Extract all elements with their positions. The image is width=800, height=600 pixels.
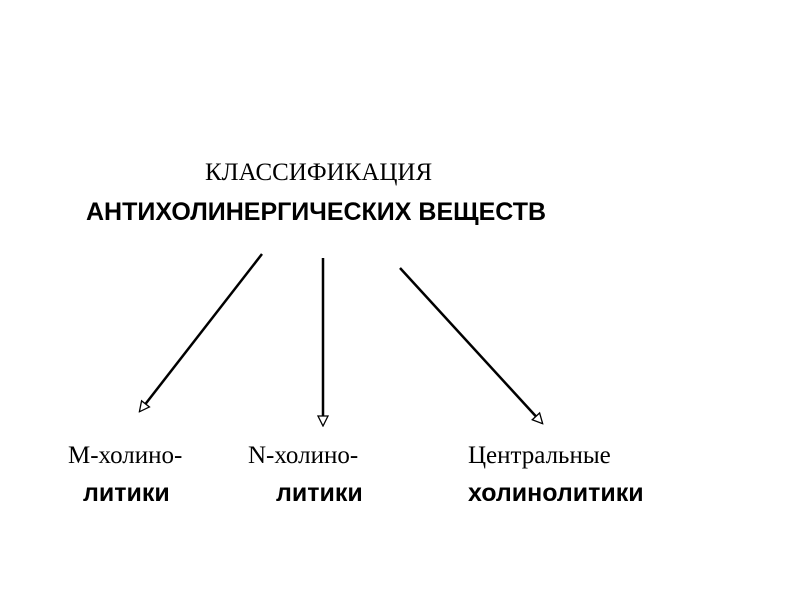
title-line-1: КЛАССИФИКАЦИЯ	[205, 159, 433, 186]
category-central-line-1: Центральные	[468, 442, 611, 469]
title-line-2: АНТИХОЛИНЕРГИЧЕСКИХ ВЕЩЕСТВ	[86, 198, 547, 226]
category-central-line-2: холинолитики	[468, 479, 644, 507]
category-n-line-2: литики	[276, 479, 363, 507]
category-m-line-2: литики	[83, 479, 170, 507]
arrow-to-central-cholinolytics	[399, 267, 542, 423]
category-n-line-1: N-холино-	[248, 442, 359, 469]
arrow-to-m-cholinolytics	[140, 253, 263, 411]
category-m-line-1: М-холино-	[68, 442, 183, 469]
